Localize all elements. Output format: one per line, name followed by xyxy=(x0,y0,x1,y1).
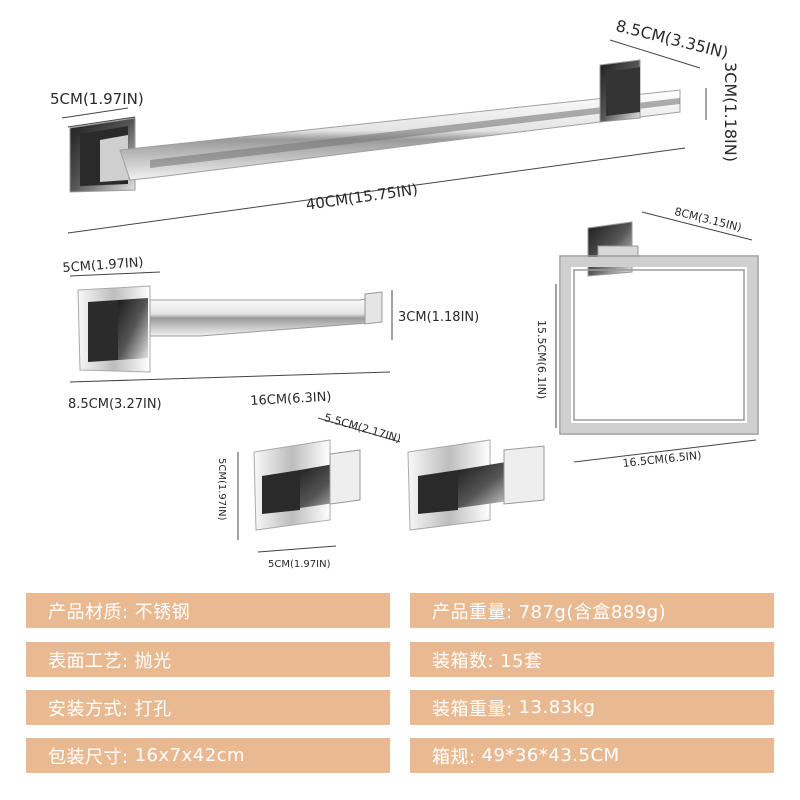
holder-depth-label: 8.5CM(3.27IN) xyxy=(68,397,162,412)
spec-row-installation: 安装方式: 打孔 xyxy=(26,690,390,725)
robe-hook-left xyxy=(237,417,401,553)
spec-value: 49*36*43.5CM xyxy=(481,745,620,766)
spec-row-material: 产品材质: 不锈钢 xyxy=(26,593,390,628)
spec-value: 打孔 xyxy=(134,698,172,720)
ring-height-label: 15.5CM(6.1IN) xyxy=(535,320,548,400)
bar-width-label: 5CM(1.97IN) xyxy=(50,90,144,108)
spec-row-carton-size: 箱规: 49*36*43.5CM xyxy=(410,738,774,773)
spec-value: 16x7x42cm xyxy=(134,745,246,766)
spec-label: 安装方式: xyxy=(48,698,129,720)
spec-value: 15套 xyxy=(500,650,543,672)
spec-value: 13.83kg xyxy=(518,697,596,718)
spec-label: 装箱数: xyxy=(432,650,495,672)
spec-value: 不锈钢 xyxy=(134,601,191,623)
robe-hook-right xyxy=(407,439,545,531)
spec-value: 抛光 xyxy=(134,650,172,672)
spec-label: 装箱重量: xyxy=(432,698,513,720)
spec-label: 箱规: xyxy=(432,746,476,768)
spec-value: 787g(含盒889g) xyxy=(518,601,667,623)
towel-bar xyxy=(61,39,707,234)
spec-row-carton-weight: 装箱重量: 13.83kg xyxy=(410,690,774,725)
product-illustration xyxy=(61,39,759,553)
hook-width-label: 5CM(1.97IN) xyxy=(268,559,331,570)
spec-label: 产品材质: xyxy=(48,601,129,623)
holder-height-label: 3CM(1.18IN) xyxy=(398,310,480,325)
spec-row-weight: 产品重量: 787g(含盒889g) xyxy=(410,593,774,628)
spec-row-carton-qty: 装箱数: 15套 xyxy=(410,642,774,677)
hook-height-label: 5CM(1.97IN) xyxy=(216,458,227,521)
paper-holder xyxy=(69,271,393,383)
spec-row-finish: 表面工艺: 抛光 xyxy=(26,642,390,677)
spec-label: 包装尺寸: xyxy=(48,746,129,768)
bar-height-label: 3CM(1.18IN) xyxy=(721,62,740,162)
spec-label: 表面工艺: xyxy=(48,650,129,672)
towel-ring xyxy=(555,211,759,463)
spec-label: 产品重量: xyxy=(432,601,513,623)
spec-row-package-size: 包装尺寸: 16x7x42cm xyxy=(26,738,390,773)
